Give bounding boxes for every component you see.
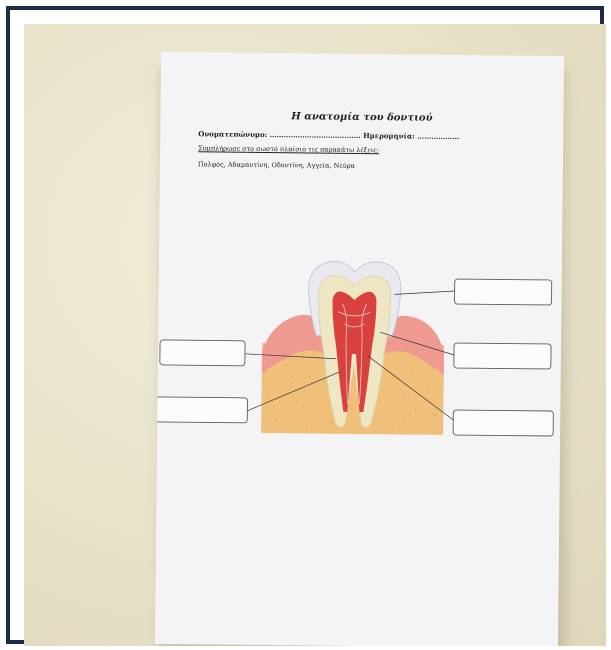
worksheet-photo: Η ανατομία του δοντιού Ονοματεπώνυμο: ………	[24, 24, 606, 646]
vessels-box[interactable]	[155, 397, 247, 423]
enamel-box[interactable]	[454, 279, 551, 305]
dentin-box[interactable]	[454, 343, 551, 369]
nerves-box[interactable]	[453, 410, 553, 436]
photo-frame: Η ανατομία του δοντιού Ονοματεπώνυμο: ………	[6, 6, 604, 644]
pulp-box[interactable]	[160, 340, 245, 366]
worksheet-paper: Η ανατομία του δοντιού Ονοματεπώνυμο: ………	[155, 52, 564, 646]
tooth-diagram	[155, 52, 564, 646]
